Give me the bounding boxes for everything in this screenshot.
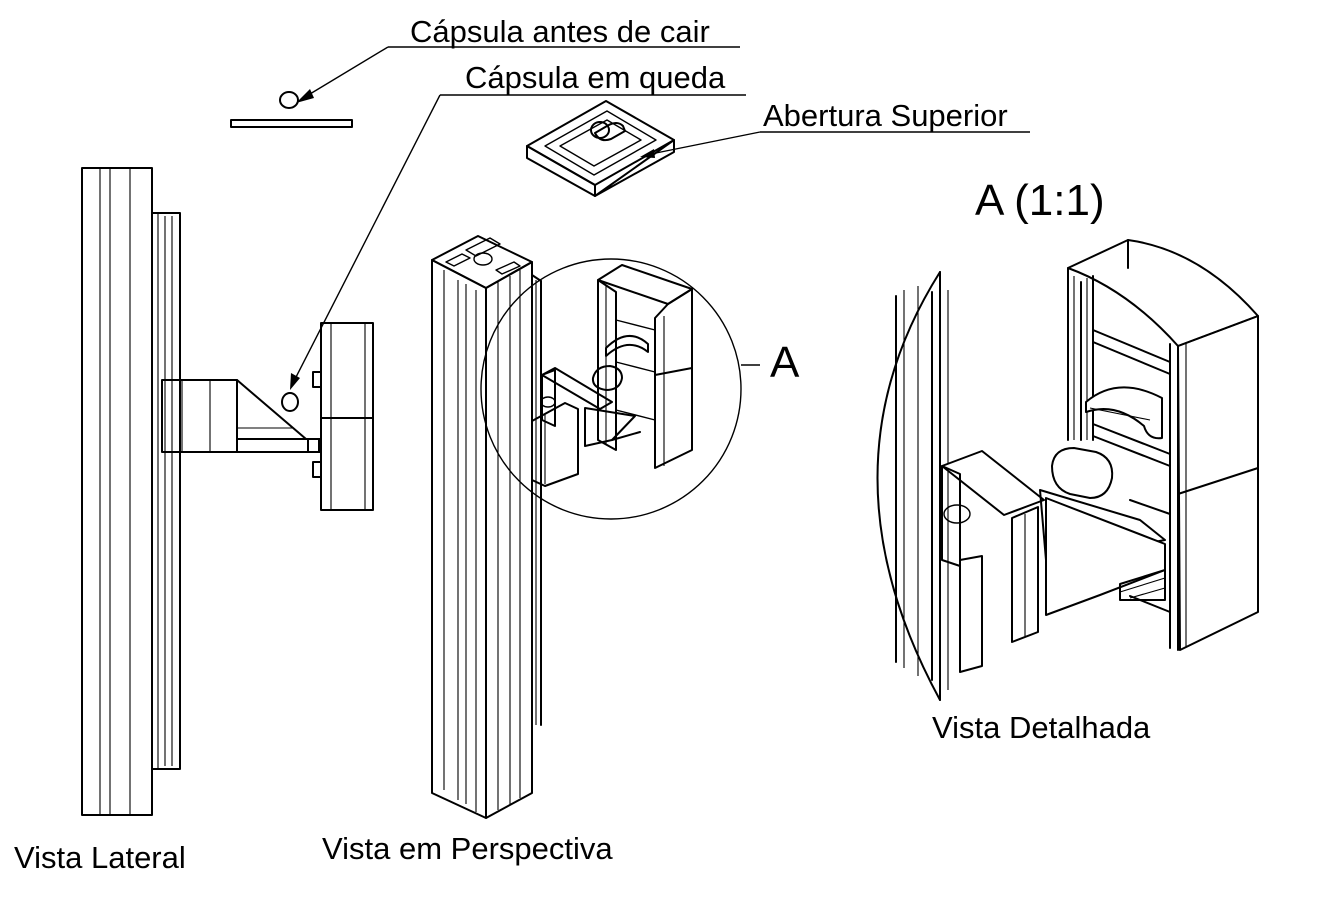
label-perspective-view: Vista em Perspectiva [322, 831, 613, 866]
label-side-view: Vista Lateral [14, 840, 186, 875]
capsule-on-plate [230, 91, 353, 128]
callout-capsule-before-fall: Cápsula antes de cair [296, 14, 740, 103]
label-capsule-falling: Cápsula em queda [465, 60, 726, 95]
callout-capsule-falling: Cápsula em queda [290, 60, 746, 390]
detailed-view [876, 239, 1259, 701]
detail-marker-a: A [770, 338, 800, 387]
perspective-view: A [431, 235, 800, 819]
label-capsule-before-fall: Cápsula antes de cair [410, 14, 710, 49]
label-top-opening: Abertura Superior [763, 98, 1008, 133]
callout-top-opening: Abertura Superior [640, 98, 1030, 158]
label-detailed-view: Vista Detalhada [932, 710, 1151, 745]
side-view [81, 167, 374, 816]
detail-title: A (1:1) [975, 176, 1105, 225]
top-opening-frame [526, 100, 675, 197]
